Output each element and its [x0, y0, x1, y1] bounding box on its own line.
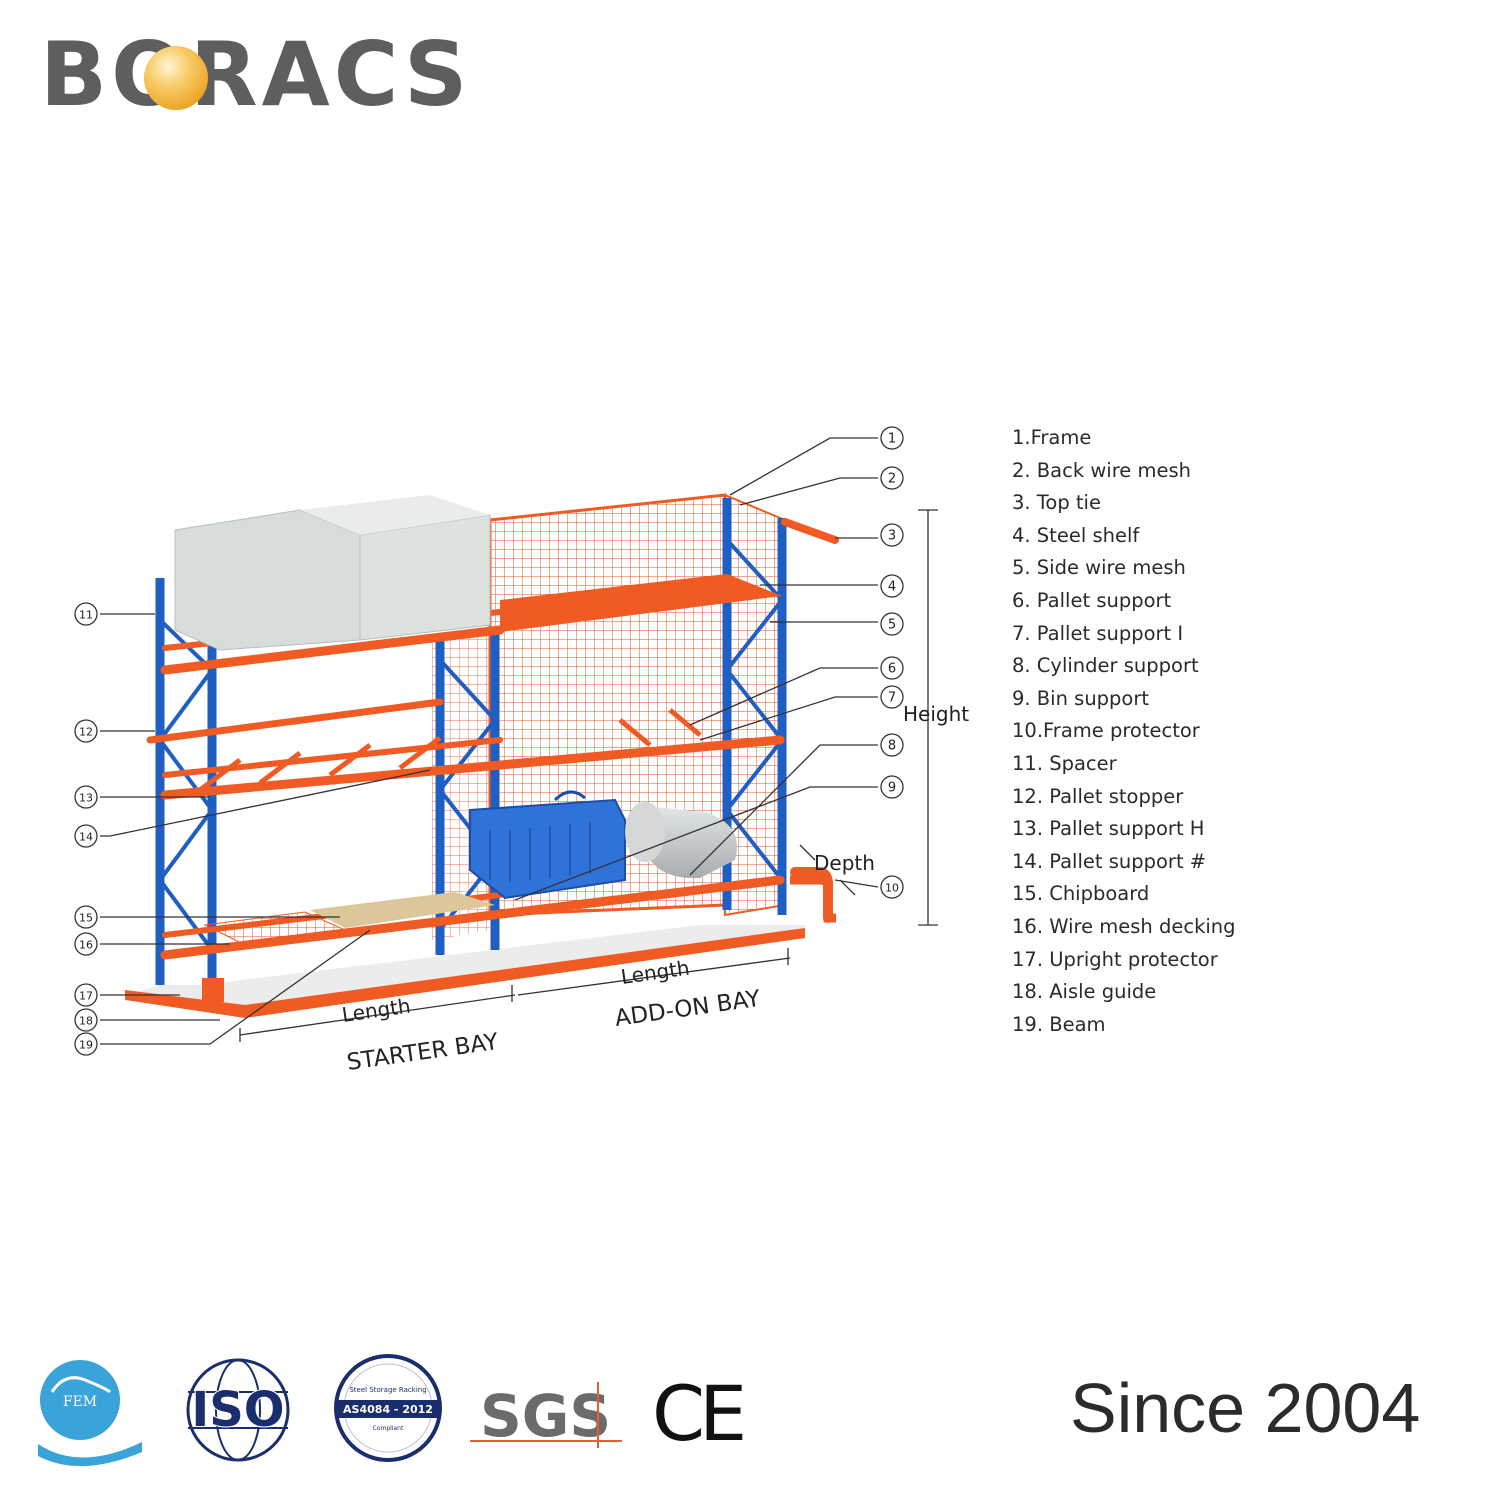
legend-item: 8. Cylinder support — [1012, 654, 1199, 678]
legend-item: 17. Upright protector — [1012, 947, 1218, 971]
legend-item: 1.Frame — [1012, 426, 1092, 449]
callout-number: 3 — [888, 529, 896, 544]
callout-number: 2 — [888, 472, 896, 487]
callout-10: 10 — [880, 875, 904, 899]
as4084-sub: Compliant — [373, 1425, 404, 1432]
height-label: Height — [903, 702, 969, 726]
beams — [146, 518, 839, 960]
callout-number: 1 — [888, 432, 896, 447]
addon-bay-label: ADD-ON BAY — [613, 986, 763, 1032]
callout-13: 13 — [74, 785, 98, 809]
fem-logo-text: FEM — [63, 1394, 97, 1410]
wire-mesh-decking — [203, 911, 347, 946]
fem-logo: FEM — [38, 1360, 142, 1467]
steel-shelf — [500, 574, 782, 632]
callout-4: 4 — [880, 574, 904, 598]
callout-16: 16 — [74, 932, 98, 956]
since-year-tagline: Since 2004 — [1070, 1369, 1421, 1447]
legend-item: 7. Pallet support I — [1012, 621, 1184, 645]
legend-item: 11. Spacer — [1012, 751, 1117, 775]
callout-number: 6 — [888, 662, 896, 677]
brand-logo: BORACS — [40, 30, 480, 120]
sgs-logo-text: SGS — [480, 1382, 611, 1450]
frame-protector — [790, 867, 833, 923]
callout-6: 6 — [880, 656, 904, 680]
iso-logo: ISO — [186, 1358, 290, 1462]
callout-11: 11 — [74, 602, 98, 626]
legend-item: 13. Pallet support H — [1012, 817, 1205, 841]
callout-number: 9 — [888, 781, 896, 796]
pallet-supports — [198, 708, 702, 792]
legend-item: 3. Top tie — [1012, 491, 1101, 515]
as4084-badge: Steel Storage Racking AS4084 - 2012 Comp… — [334, 1354, 442, 1462]
callout-number: 16 — [79, 939, 93, 952]
callout-12: 12 — [74, 719, 98, 743]
legend-item: 10.Frame protector — [1012, 719, 1200, 743]
callout-number: 17 — [79, 990, 93, 1003]
callout-number: 12 — [79, 726, 93, 739]
callout-8: 8 — [880, 733, 904, 757]
legend-item: 18. Aisle guide — [1012, 980, 1157, 1004]
certification-badges: FEM ISO Steel Storage Racking AS4084 - 2… — [38, 1354, 749, 1467]
starter-bay-label: STARTER BAY — [345, 1029, 501, 1076]
callout-3: 3 — [880, 523, 904, 547]
callout-15: 15 — [74, 905, 98, 929]
callout-9: 9 — [880, 775, 904, 799]
logo-orb-icon — [144, 46, 208, 110]
depth-label: Depth — [814, 851, 875, 875]
legend-item: 6. Pallet support — [1012, 588, 1172, 612]
chipboard — [310, 892, 495, 928]
callout-number: 11 — [79, 609, 93, 622]
callout-7: 7 — [880, 685, 904, 709]
pallet-boxes — [174, 495, 491, 651]
as4084-code: AS4084 - 2012 — [343, 1403, 433, 1416]
callout-number: 19 — [79, 1039, 93, 1052]
callout-17: 17 — [74, 983, 98, 1007]
steel-bin — [469, 790, 626, 900]
legend-item: 9. Bin support — [1012, 686, 1150, 710]
callout-number: 10 — [885, 882, 899, 895]
callout-number: 4 — [888, 580, 896, 595]
callout-18: 18 — [74, 1008, 98, 1032]
leader-lines — [100, 437, 879, 1045]
callout-number: 8 — [888, 739, 896, 754]
parts-legend: 1.Frame 2. Back wire mesh 3. Top tie 4. Ste… — [1012, 422, 1236, 1041]
legend-item: 4. Steel shelf — [1012, 523, 1140, 547]
callout-number: 13 — [79, 792, 93, 805]
ce-mark: CE — [652, 1369, 749, 1458]
legend-item: 2. Back wire mesh — [1012, 458, 1192, 482]
iso-logo-text: ISO — [191, 1382, 284, 1438]
brand-name: BORACS — [40, 23, 472, 126]
legend-item: 15. Chipboard — [1012, 882, 1150, 906]
callout-1: 1 — [880, 426, 904, 450]
callout-number: 7 — [888, 691, 896, 706]
callout-5: 5 — [880, 612, 904, 636]
legend-item: 5. Side wire mesh — [1012, 556, 1186, 580]
legend-item: 14. Pallet support # — [1012, 849, 1207, 873]
legend-item: 19. Beam — [1012, 1012, 1106, 1036]
callout-14: 14 — [74, 824, 98, 848]
legend-item: 12. Pallet stopper — [1012, 784, 1184, 808]
callout-number: 14 — [79, 831, 93, 844]
callout-2: 2 — [880, 466, 904, 490]
dimension-lines — [239, 509, 938, 1042]
callout-number: 5 — [888, 618, 896, 633]
as4084-title: Steel Storage Racking — [349, 1386, 426, 1394]
callout-number: 18 — [79, 1015, 93, 1028]
callout-19: 19 — [74, 1032, 98, 1056]
ce-mark-text: CE — [652, 1369, 743, 1458]
legend-item: 16. Wire mesh decking — [1012, 914, 1236, 938]
sgs-logo: SGS — [470, 1382, 622, 1450]
callout-number: 15 — [79, 912, 93, 925]
